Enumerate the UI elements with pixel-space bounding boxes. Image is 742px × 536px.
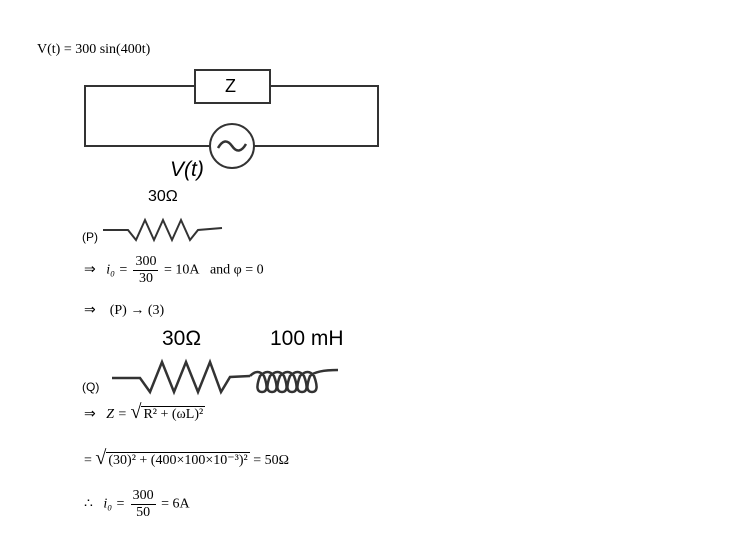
implies-symbol: ⇒ xyxy=(84,407,96,422)
implies-symbol: ⇒ xyxy=(84,262,96,278)
sine-wave-icon xyxy=(216,140,248,152)
denominator: 50 xyxy=(136,505,151,520)
phase-note: and φ = 0 xyxy=(209,262,264,278)
radicand: R² + (ωL)² xyxy=(141,406,206,422)
therefore-symbol: ∴ xyxy=(84,496,93,512)
resistor-p xyxy=(103,217,223,243)
eq-lhs: Z = xyxy=(106,407,127,422)
case-q-impedance-value: = √(30)² + (400×100×10⁻³)² = 50Ω xyxy=(84,448,290,469)
denominator: 30 xyxy=(138,271,153,286)
sqrt-icon: √ xyxy=(130,401,142,423)
circuit-wire xyxy=(254,85,379,147)
sqrt-icon: √ xyxy=(95,447,107,469)
match-result: (P) → (3) xyxy=(109,303,165,318)
eq-rhs: = 10A xyxy=(163,262,200,278)
eq-lhs: = xyxy=(84,453,92,468)
case-p-result: ⇒ (P) → (3) xyxy=(84,302,164,319)
eq-rhs: = 6A xyxy=(161,496,190,512)
eq-lhs: i₀ = xyxy=(103,496,126,512)
source-label: V(t) xyxy=(170,158,204,181)
circuit-wire xyxy=(84,85,210,147)
main-circuit xyxy=(84,69,379,169)
given-equation: V(t) = 300 sin(400t) xyxy=(37,42,151,57)
resistor-q-label: 30Ω xyxy=(162,327,202,350)
impedance-box xyxy=(194,69,271,104)
case-q-label: (Q) xyxy=(82,380,100,394)
inductor-q-label: 100 mH xyxy=(270,327,344,350)
implies-symbol: ⇒ xyxy=(84,303,96,318)
resistor-p-label: 30Ω xyxy=(148,188,178,205)
case-p-label: (P) xyxy=(82,230,98,244)
inductor-q xyxy=(249,368,339,394)
numerator: 300 xyxy=(130,488,156,505)
resistor-q xyxy=(112,358,251,396)
radicand: (30)² + (400×100×10⁻³)² xyxy=(106,452,250,468)
eq-rhs: = 50Ω xyxy=(253,453,290,468)
impedance-label: Z xyxy=(225,76,236,96)
numerator: 300 xyxy=(133,254,159,271)
case-q-impedance-formula: ⇒ Z = √R² + (ωL)² xyxy=(84,402,206,423)
eq-lhs: i₀ = xyxy=(106,262,128,278)
